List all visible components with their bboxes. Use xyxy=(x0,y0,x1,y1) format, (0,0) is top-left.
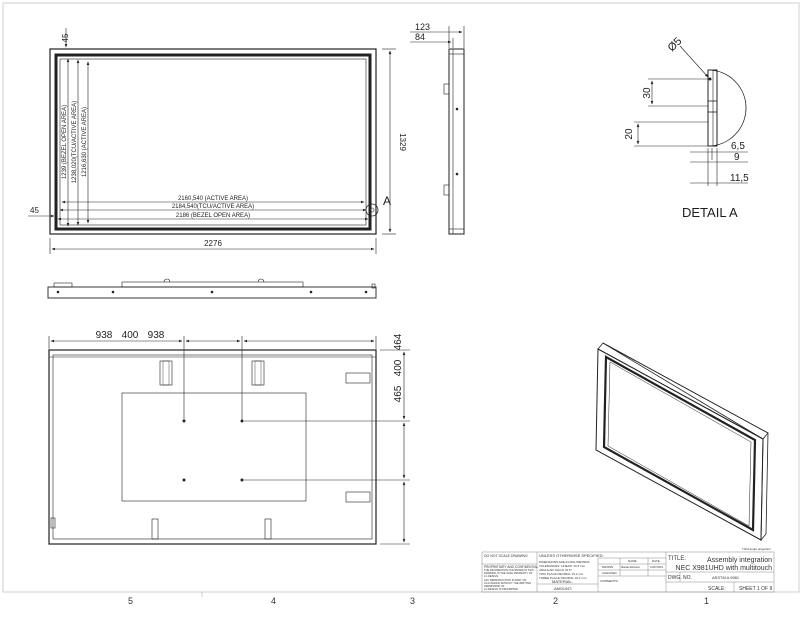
front-view xyxy=(49,48,379,235)
sheet-border xyxy=(2,2,800,593)
h-tcu-label: 2184,540(TCU/ACTIVE AREA) xyxy=(172,204,254,210)
proprietary-line-6: AS A WHOLE WITHOUT THE WRITTEN xyxy=(484,581,531,585)
name-column-header: NAME xyxy=(628,559,637,563)
drawn-date: 12/07/2019 xyxy=(650,565,664,569)
date-column-header: DATE xyxy=(652,559,660,563)
h-active-label: 2160,540 (ACTIVE AREA) xyxy=(178,196,248,202)
drawing-title-line-2: NEC X981UHD with multitouch xyxy=(676,565,773,572)
detail-a-title: DETAIL A xyxy=(682,205,738,220)
zone-4: 4 xyxy=(271,596,276,606)
title-block-text: DO NOT SCALE DRAWING UNLESS OTHERWISE SP… xyxy=(484,547,772,592)
dwg-no-label: DWG. NO. xyxy=(668,575,692,581)
top-offset-label: 45 xyxy=(61,33,70,42)
proprietary-line-3: DRAWING IS THE SOLE PROPERTY OF xyxy=(484,571,533,575)
zone-numbers: 5 4 3 2 1 xyxy=(128,592,709,606)
side-view xyxy=(443,48,465,235)
side-view-dimensions xyxy=(410,26,465,48)
detail-a-marker: A xyxy=(383,194,391,208)
dim-30-label: 30 xyxy=(642,87,653,99)
material-label: MATERIAL: xyxy=(552,579,573,584)
drawn-label: DRAWN xyxy=(602,565,613,569)
diameter-label: Ø5 xyxy=(666,35,685,54)
do-not-scale-note: DO NOT SCALE DRAWING xyxy=(484,554,528,558)
amount-label: AMOUNT: xyxy=(554,586,572,591)
back-view-dimensions xyxy=(48,336,410,545)
back-v1-label: 464 xyxy=(393,333,404,350)
zone-2: 2 xyxy=(553,596,558,606)
v-bezel-label: 1239 (BEZEL OPEN AREA) xyxy=(62,105,68,179)
proprietary-line-5: ANY REPRODUCTION IN PART OR xyxy=(484,578,526,582)
dim-9-label: 9 xyxy=(734,152,740,163)
drawn-name: Mattias Eriksson xyxy=(621,565,641,569)
title-block xyxy=(481,551,775,593)
back-h3-label: 938 xyxy=(148,330,165,341)
unless-note: UNLESS OTHERWISE SPECIFIED: xyxy=(539,553,604,558)
depth-total-label: 123 xyxy=(415,22,430,32)
proprietary-line-4: LC-DESIGN. xyxy=(484,574,499,578)
depth-inner-label: 84 xyxy=(415,32,425,42)
front-view-dimensions xyxy=(28,28,396,254)
back-view xyxy=(48,349,377,545)
scale-label: SCALE: xyxy=(708,586,726,592)
width-overall-label: 2276 xyxy=(204,239,222,248)
dim-6-5-label: 6,5 xyxy=(731,141,745,152)
dims-note-4: TWO PLACE DECIMAL ±0,2 mm xyxy=(539,572,584,576)
comments-label: COMMENTS: xyxy=(600,579,618,583)
v-tcu-label: 1238,020(TCU/ACTIVE AREA) xyxy=(72,101,78,183)
dim-11-5-label: 11,5 xyxy=(730,173,749,184)
proprietary-line-8: LC-DESIGN IS PROHIBITED. xyxy=(484,587,519,591)
sheet-label: SHEET 1 OF 9 xyxy=(739,586,772,592)
proprietary-line-7: PERMISSION OF xyxy=(484,584,505,588)
proprietary-title: PROPRIETARY AND CONFIDENTIAL xyxy=(484,565,538,569)
dim-20-label: 20 xyxy=(624,128,635,140)
h-bezel-label: 2186 (BEZEL OPEN AREA) xyxy=(176,213,250,219)
height-overall-label: 1329 xyxy=(398,133,407,151)
dims-note-1: DIMENSIONS ARE IN MILLIMETERS xyxy=(539,560,590,564)
top-view xyxy=(47,278,377,299)
proprietary-line-2: THE INFORMATION CONTAINED IN THIS xyxy=(484,568,534,572)
back-h2-label: 400 xyxy=(122,330,139,341)
zone-3: 3 xyxy=(410,596,415,606)
v-active-label: 1216,630 (ACTIVE AREA) xyxy=(82,107,88,177)
back-v2-label: 400 xyxy=(393,359,404,376)
projection-label: Third angle projection xyxy=(742,547,771,551)
drawing-title-line-1: Assembly integration xyxy=(707,557,772,564)
dims-note-3: ANGULAR: MACH ±0,5° xyxy=(539,568,573,572)
back-h1-label: 938 xyxy=(96,330,113,341)
title-field-label: TITLE: xyxy=(668,556,686,562)
back-v3-label: 465 xyxy=(393,385,404,402)
zone-1: 1 xyxy=(704,596,709,606)
dims-note-5: THREE PLACE DECIMAL ±0,1 mm xyxy=(539,576,587,580)
checked-label: CHECKED xyxy=(602,571,618,575)
dwg-no-value: ASSTM A 9981 xyxy=(712,575,740,580)
zone-5: 5 xyxy=(128,596,133,606)
detail-a-view xyxy=(707,69,747,147)
isometric-view xyxy=(595,342,769,542)
dims-note-2: TOLERANCES: LINEAR: ±0,5 mm xyxy=(539,564,586,568)
left-offset-label: 45 xyxy=(30,206,39,215)
detail-a-dimensions xyxy=(634,45,748,186)
